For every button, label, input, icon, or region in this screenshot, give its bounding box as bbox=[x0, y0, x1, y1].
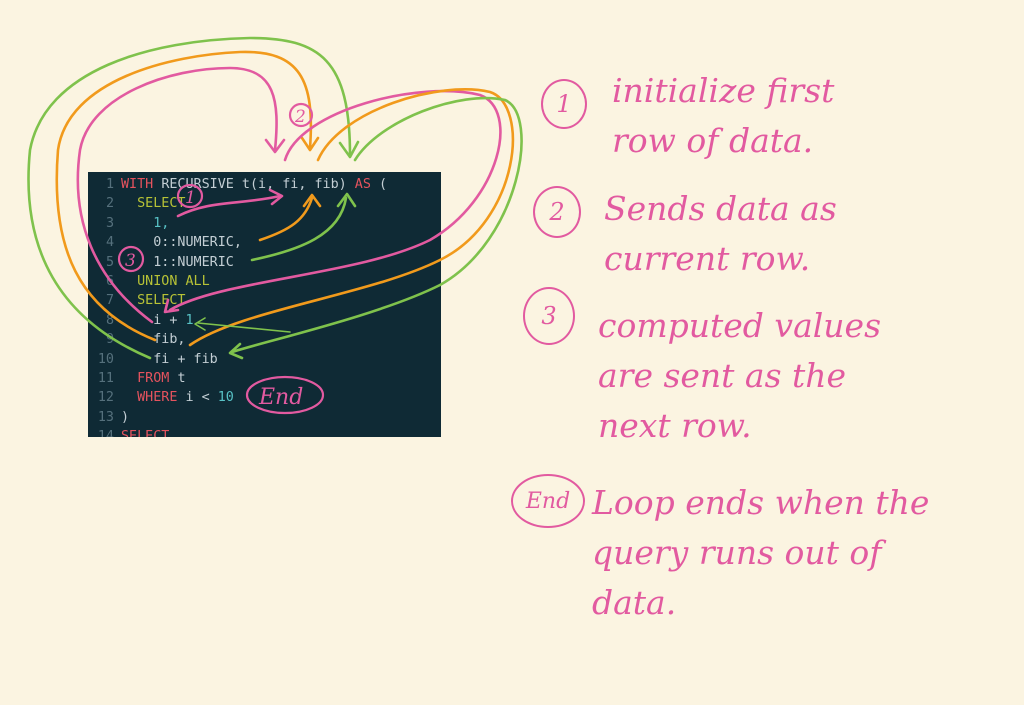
line-number: 5 bbox=[105, 254, 114, 270]
code-token: 1, bbox=[121, 215, 170, 231]
line-number: 3 bbox=[105, 215, 114, 231]
note-end-line-3: data. bbox=[592, 583, 677, 622]
line-number: 11 bbox=[97, 371, 114, 386]
note-2-line-2: current row. bbox=[604, 239, 811, 278]
note-end-line-2: query runs out of bbox=[592, 533, 882, 572]
code-token: ) bbox=[121, 409, 130, 425]
note-1-badge: 1 bbox=[541, 79, 587, 129]
code-line: 6 UNION ALL bbox=[88, 272, 210, 291]
green-arrowhead-top bbox=[338, 140, 360, 159]
note-end-line-1: Loop ends when the bbox=[592, 483, 930, 522]
code-token: 0::NUMERIC, bbox=[121, 235, 242, 251]
code-line: 14 SELECT bbox=[88, 427, 170, 437]
note-1-line-2: row of data. bbox=[612, 121, 814, 160]
code-token: ( bbox=[370, 177, 388, 192]
code-token: fib, bbox=[121, 332, 186, 348]
line-number: 10 bbox=[97, 351, 114, 367]
line-number: 13 bbox=[97, 409, 114, 425]
code-token: 1::NUMERIC bbox=[121, 254, 234, 270]
note-end-text: Loop ends when the query runs out of dat… bbox=[592, 478, 929, 628]
line-number: 6 bbox=[105, 274, 114, 289]
note-3-line-1: computed values bbox=[598, 306, 882, 345]
note-end-badge: End bbox=[511, 474, 585, 528]
note-3-text: computed values are sent as the next row… bbox=[598, 301, 881, 451]
code-editor-panel: 1 WITH RECURSIVE t(i, fi, fib) AS (2 SELE… bbox=[88, 172, 441, 437]
note-3-line-3: next row. bbox=[598, 406, 752, 445]
code-token: i + bbox=[121, 312, 186, 328]
note-2-badge: 2 bbox=[533, 186, 581, 238]
code-token: 10 bbox=[217, 390, 234, 406]
code-token: SELECT bbox=[121, 196, 186, 212]
code-token: RECURSIVE t(i, fi, fib) bbox=[161, 177, 355, 192]
note-3-badge: 3 bbox=[523, 287, 575, 345]
code-line: 1 WITH RECURSIVE t(i, fi, fib) AS ( bbox=[88, 175, 387, 194]
badge-2-label: 2 bbox=[294, 107, 306, 127]
orange-arrowhead-top bbox=[300, 136, 320, 152]
line-number: 7 bbox=[105, 293, 114, 309]
line-number: 8 bbox=[105, 312, 114, 328]
line-number: 4 bbox=[105, 235, 114, 251]
code-token: WHERE bbox=[121, 390, 186, 406]
code-line: 11 FROM t bbox=[88, 369, 186, 388]
code-token: AS bbox=[354, 177, 371, 192]
note-2-line-1: Sends data as bbox=[604, 189, 837, 228]
line-number: 2 bbox=[105, 196, 114, 212]
code-line: 9 fib, bbox=[88, 330, 186, 349]
code-token: t bbox=[177, 371, 186, 386]
pink-arrowhead-top bbox=[264, 138, 286, 154]
code-line: 3 1, bbox=[88, 214, 169, 233]
code-line: 7 SELECT bbox=[88, 291, 186, 310]
code-token: UNION ALL bbox=[121, 274, 210, 289]
code-token: FROM bbox=[121, 371, 178, 386]
note-1-text: initialize first row of data. bbox=[612, 66, 834, 166]
badge-2-circle bbox=[288, 102, 314, 128]
code-line: 8 i + 1 bbox=[88, 311, 194, 330]
note-2-text: Sends data as current row. bbox=[604, 184, 837, 284]
code-line: 4 0::NUMERIC, bbox=[88, 233, 242, 252]
code-line: 2 SELECT bbox=[88, 194, 186, 213]
code-line: 5 1::NUMERIC bbox=[88, 253, 234, 272]
code-token: fi + fib bbox=[121, 351, 218, 367]
line-number: 12 bbox=[97, 390, 114, 406]
line-number: 9 bbox=[105, 332, 114, 348]
line-number: 14 bbox=[97, 429, 114, 437]
code-token: SELECT bbox=[121, 429, 170, 437]
code-line: 10 fi + fib bbox=[88, 350, 218, 369]
line-number: 1 bbox=[105, 177, 114, 192]
code-token: WITH bbox=[121, 177, 162, 192]
code-line: 13) bbox=[88, 408, 129, 427]
code-token: SELECT bbox=[121, 293, 186, 309]
code-token: i < bbox=[185, 390, 218, 406]
note-1-line-1: initialize first bbox=[612, 71, 835, 110]
code-token: 1 bbox=[185, 312, 194, 328]
code-line: 12 WHERE i < 10 bbox=[88, 388, 234, 407]
note-3-line-2: are sent as the bbox=[598, 356, 847, 395]
